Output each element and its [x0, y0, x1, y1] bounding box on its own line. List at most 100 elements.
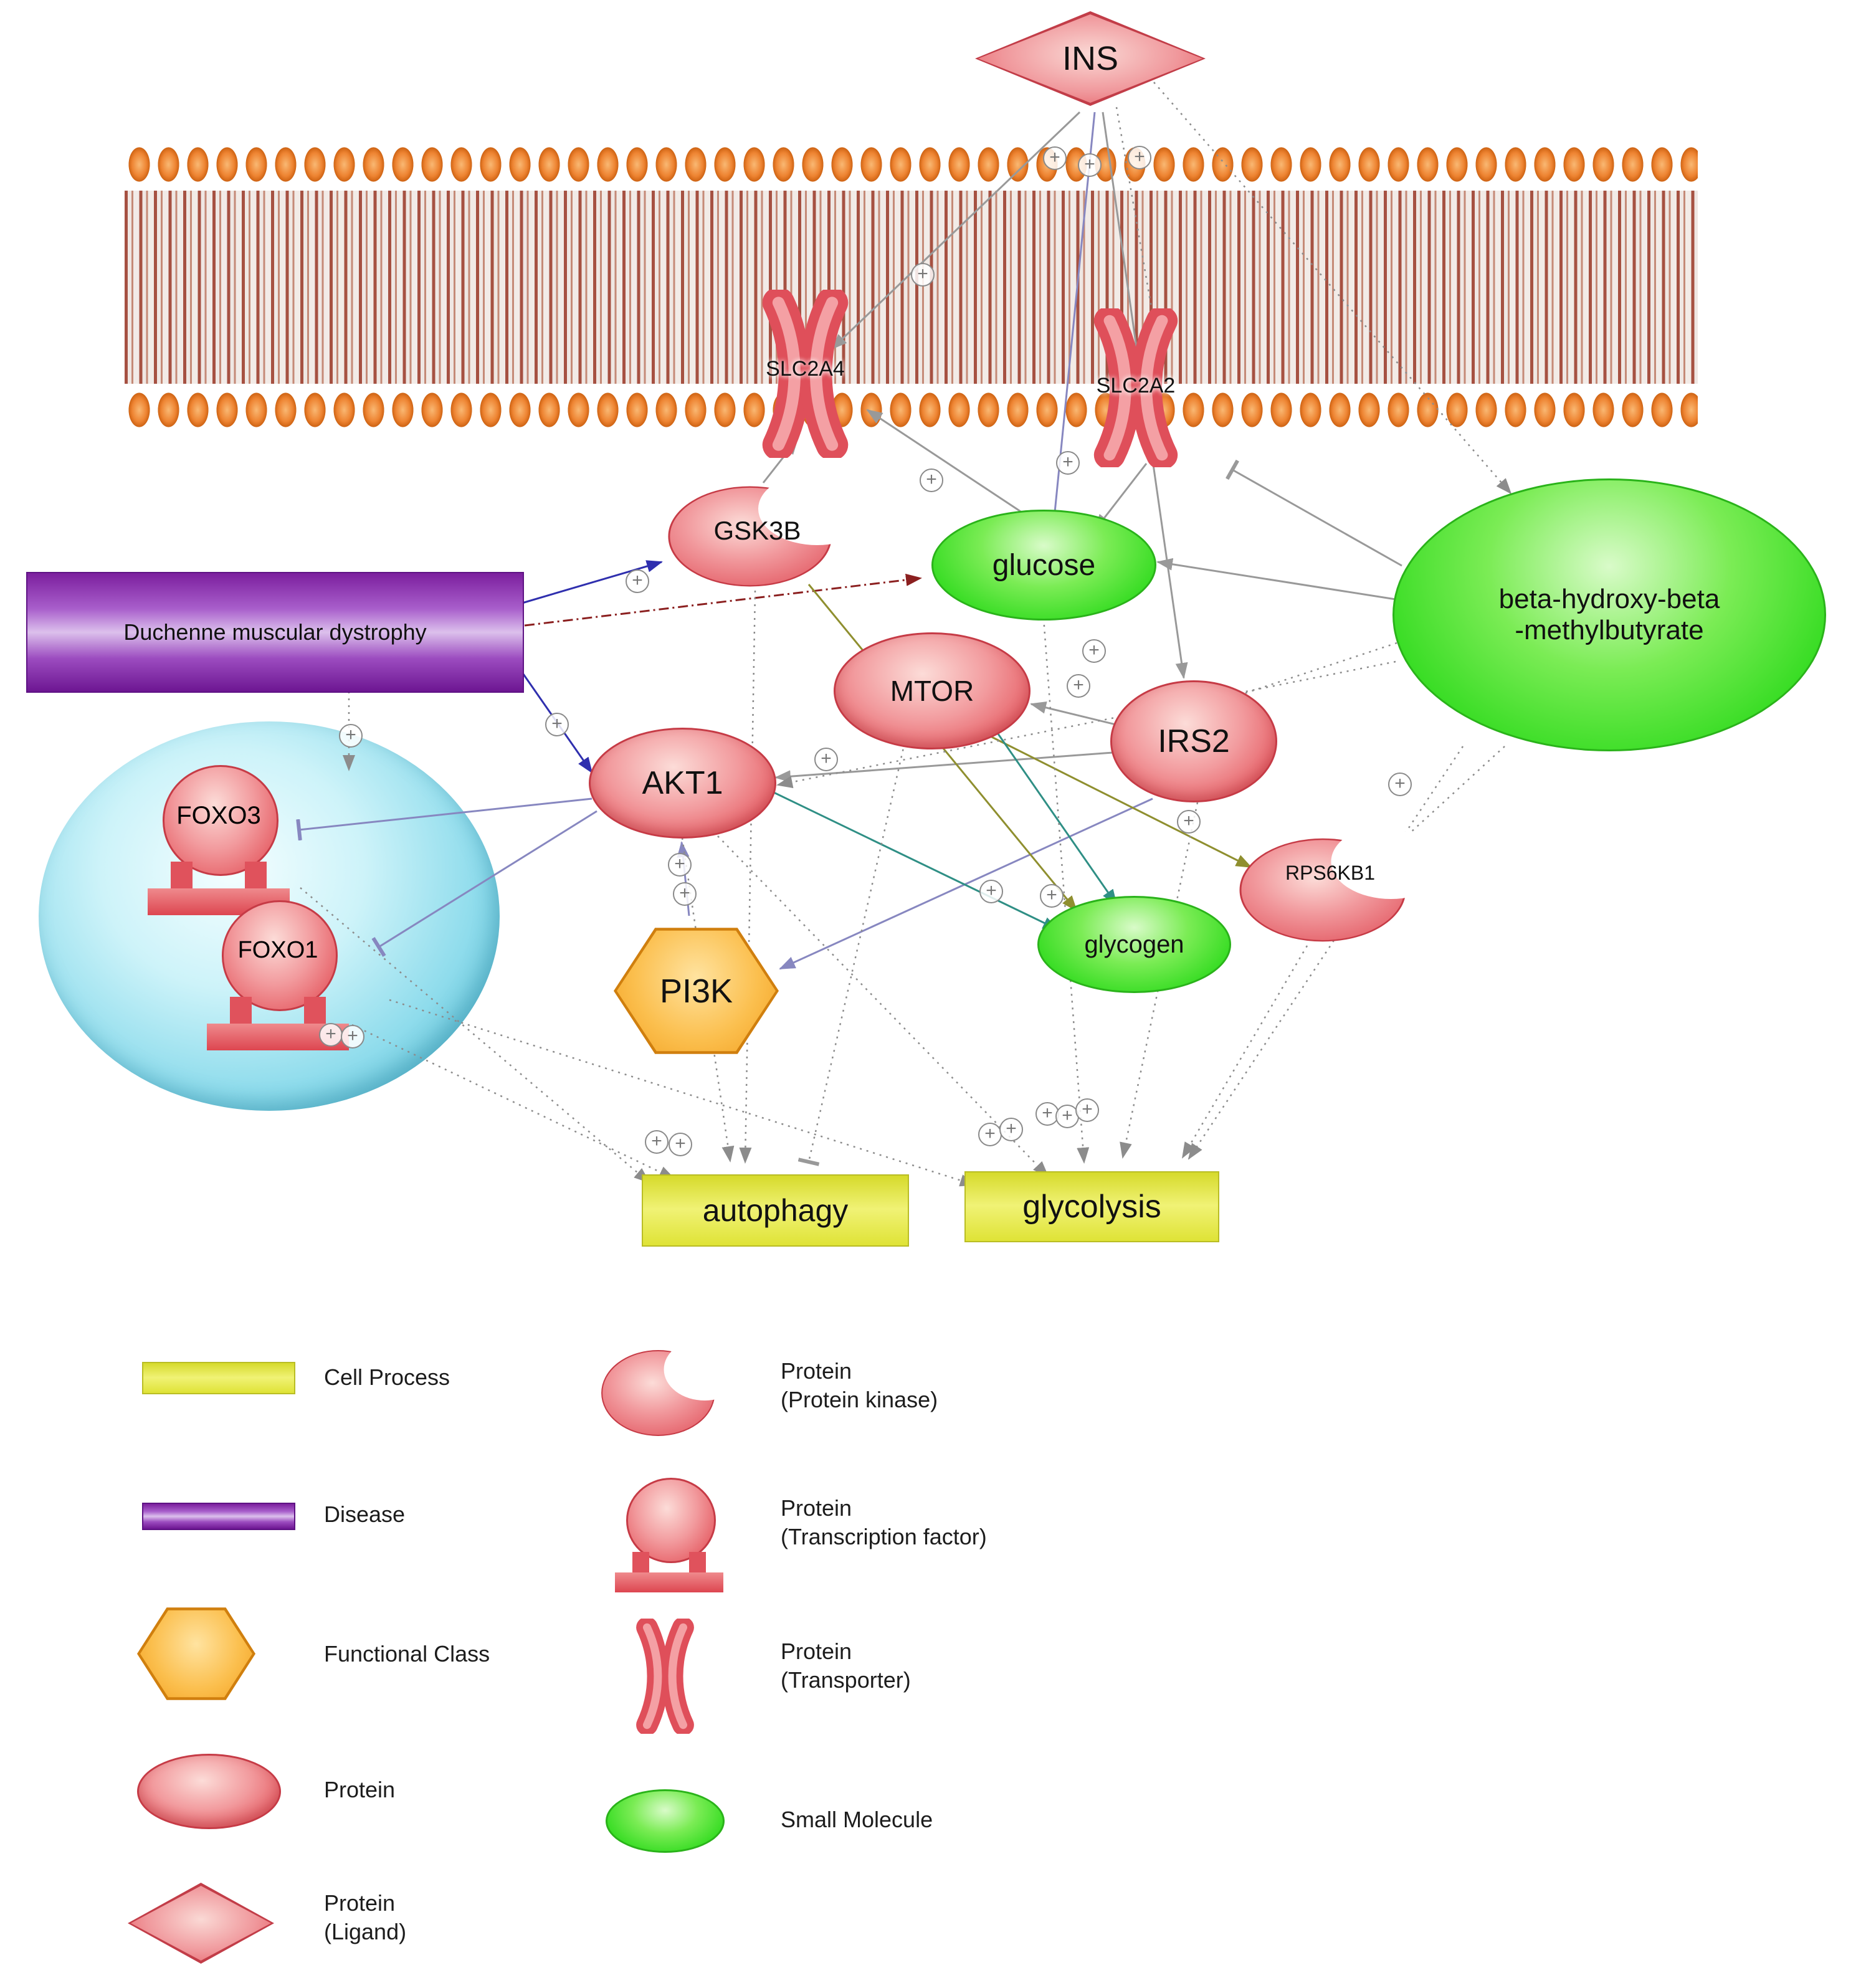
cell-membrane: [125, 138, 1698, 436]
tf-ball-icon: [162, 765, 279, 876]
glycogen-label: glycogen: [1084, 930, 1184, 958]
plus-circle-icon: +: [814, 748, 838, 771]
tf-pedestal-icon: [689, 1551, 706, 1575]
legend-protein-transporter-label: Protein (Transporter): [781, 1637, 911, 1695]
mtor-label: MTOR: [890, 675, 974, 707]
node-slc2a4[interactable]: SLC2A4: [738, 287, 872, 461]
legend-protein-label: Protein: [324, 1777, 396, 1802]
foxo3-label: FOXO3: [176, 801, 261, 829]
node-bhmb[interactable]: beta-hydroxy-beta -methylbutyrate: [1392, 478, 1826, 751]
plus-circle-icon: +: [911, 263, 935, 287]
plus-circle-icon: +: [1055, 1105, 1079, 1128]
tf-pedestal-icon: [303, 997, 326, 1027]
legend-functional-class-label: Functional Class: [324, 1641, 490, 1667]
autophagy-label: autophagy: [702, 1193, 849, 1228]
plus-circle-icon: +: [978, 1123, 1002, 1146]
legend-protein-tf-swatch: [614, 1478, 725, 1605]
legend-disease-label: Disease: [324, 1501, 406, 1527]
kinase-crescent-icon: [601, 1338, 746, 1436]
plus-circle-icon: +: [1177, 810, 1201, 834]
membrane-inner-heads: [125, 384, 1698, 436]
node-dmd[interactable]: Duchenne muscular dystrophy: [26, 572, 524, 693]
legend-small-molecule-label: Small Molecule: [781, 1807, 933, 1832]
node-akt1[interactable]: AKT1: [589, 728, 776, 839]
plus-circle-icon: +: [920, 468, 943, 492]
transporter-icon: [762, 287, 849, 461]
legend-protein-ligand-line2: (Ligand): [324, 1919, 407, 1944]
legend-cell-process-label: Cell Process: [324, 1364, 450, 1390]
plus-circle-icon: +: [1056, 451, 1080, 475]
rps6kb1-label: RPS6KB1: [1285, 862, 1376, 884]
slc2a4-label: SLC2A4: [766, 357, 845, 381]
ins-label: INS: [1062, 40, 1119, 77]
plus-circle-icon: +: [1040, 884, 1064, 908]
legend-cell-process-swatch: [142, 1362, 295, 1394]
legend-protein-tf-line1: Protein: [781, 1495, 852, 1521]
plus-circle-icon: +: [668, 853, 692, 877]
glycolysis-label: glycolysis: [1022, 1189, 1161, 1225]
legend-protein-ligand-line1: Protein: [324, 1890, 396, 1916]
node-rps6kb1[interactable]: RPS6KB1: [1237, 824, 1451, 944]
plus-circle-icon: +: [669, 1133, 692, 1156]
legend-protein-swatch: [137, 1754, 281, 1829]
plus-circle-icon: +: [319, 1023, 343, 1047]
tf-pedestal-icon: [632, 1551, 649, 1575]
tf-pedestal-icon: [614, 1572, 724, 1593]
plus-circle-icon: +: [341, 1025, 364, 1049]
node-glycogen[interactable]: glycogen: [1037, 896, 1231, 993]
legend-disease-swatch: [142, 1503, 295, 1530]
legend-protein-kinase-line2: (Protein kinase): [781, 1387, 938, 1412]
plus-circle-icon: +: [626, 569, 649, 593]
glucose-label: glucose: [992, 548, 1096, 582]
kinase-crescent-icon: [1239, 824, 1451, 942]
legend-protein-kinase-swatch: [599, 1338, 746, 1438]
legend-hexagon-shape: [140, 1610, 252, 1698]
node-glycolysis[interactable]: glycolysis: [964, 1171, 1219, 1242]
node-irs2[interactable]: IRS2: [1110, 680, 1277, 802]
node-slc2a2[interactable]: SLC2A2: [1070, 306, 1201, 470]
legend-protein-transporter-swatch: [620, 1617, 710, 1736]
slc2a2-label: SLC2A2: [1096, 374, 1176, 397]
kinase-crescent-icon: [668, 472, 876, 587]
plus-circle-icon: +: [1078, 153, 1102, 177]
tf-pedestal-icon: [230, 997, 252, 1027]
node-autophagy[interactable]: autophagy: [642, 1174, 909, 1247]
legend-protein-transporter-line1: Protein: [781, 1638, 852, 1664]
tf-pedestal-icon: [244, 862, 267, 892]
plus-circle-icon: +: [1082, 639, 1106, 663]
legend-protein-kinase-line1: Protein: [781, 1358, 852, 1384]
dmd-label: Duchenne muscular dystrophy: [123, 619, 427, 645]
plus-circle-icon: +: [545, 713, 569, 736]
legend-protein-tf-label: Protein (Transcription factor): [781, 1494, 987, 1551]
plus-circle-icon: +: [339, 724, 363, 748]
gsk3b-label: GSK3B: [713, 516, 801, 545]
bhmb-label-line2: -methylbutyrate: [1515, 615, 1704, 645]
tf-ball-icon: [626, 1478, 716, 1564]
transporter-icon: [636, 1617, 694, 1736]
node-mtor[interactable]: MTOR: [834, 632, 1031, 749]
legend-protein-transporter-line2: (Transporter): [781, 1667, 911, 1693]
legend-protein-ligand-label: Protein (Ligand): [324, 1889, 406, 1946]
legend-protein-tf-line2: (Transcription factor): [781, 1524, 987, 1549]
membrane-outer-heads: [125, 138, 1698, 191]
pi3k-label: PI3K: [659, 972, 733, 1010]
plus-circle-icon: +: [979, 880, 1003, 903]
bhmb-label-line1: beta-hydroxy-beta: [1498, 584, 1720, 614]
plus-circle-icon: +: [645, 1130, 669, 1154]
plus-circle-icon: +: [1035, 1102, 1059, 1126]
foxo1-label: FOXO1: [237, 936, 318, 963]
plus-circle-icon: +: [999, 1118, 1023, 1141]
node-gsk3b[interactable]: GSK3B: [665, 472, 876, 589]
node-foxo1[interactable]: FOXO1: [206, 900, 350, 1067]
plus-circle-icon: +: [1128, 146, 1151, 169]
plus-circle-icon: +: [673, 882, 697, 906]
membrane-lipid-tails: [125, 191, 1698, 384]
node-glucose[interactable]: glucose: [931, 510, 1156, 621]
akt1-label: AKT1: [642, 765, 723, 801]
irs2-label: IRS2: [1158, 723, 1230, 759]
tf-pedestal-icon: [171, 862, 193, 892]
plus-circle-icon: +: [1075, 1098, 1099, 1122]
legend-protein-kinase-label: Protein (Protein kinase): [781, 1357, 938, 1414]
